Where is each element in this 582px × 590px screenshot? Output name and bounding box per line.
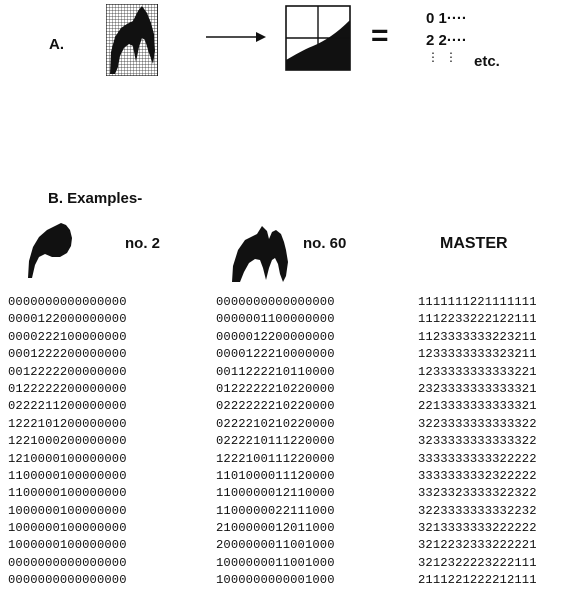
matrix-row: 1000000100000000 [8,520,127,537]
gridded-silhouette-figure [106,4,158,76]
silhouette-no2 [26,221,74,279]
section-a-label: A. [49,36,64,53]
vertical-ellipsis-icon: ⋮ [445,53,457,61]
matrix-row: 0012222200000000 [8,364,127,381]
matrix-row: 1000000000001000 [216,572,335,589]
example-label-no2: no. 2 [125,235,160,252]
matrix-row: 3223333333333322 [418,416,537,433]
sequence-line-2: 2 2···· [426,30,467,52]
matrix-row: 0000222100000000 [8,329,127,346]
quantized-cell-figure [285,5,351,71]
matrix-row: 1222101200000000 [8,416,127,433]
matrix-row: 1000000100000000 [8,503,127,520]
matrix-row: 1000000011001000 [216,555,335,572]
matrix-row: 0000000000000000 [216,294,335,311]
example-label-master: MASTER [440,235,508,253]
matrix-row: 3212322223222111 [418,555,537,572]
matrix-row: 0000012200000000 [216,329,335,346]
matrix-row: 1100000100000000 [8,468,127,485]
matrix-row: 3233333333333322 [418,433,537,450]
matrix-row: 1233333333333221 [418,364,537,381]
matrix-row: 1111111221111111 [418,294,537,311]
matrix-row: 1123333333223211 [418,329,537,346]
equals-sign: = [371,26,389,46]
matrix-row: 0000122210000000 [216,346,335,363]
matrix-row: 1210000100000000 [8,451,127,468]
etc-label: etc. [474,53,500,70]
example-label-no60: no. 60 [303,235,346,252]
matrix-row: 0000001100000000 [216,311,335,328]
matrix-row: 0222211200000000 [8,398,127,415]
matrix-row: 0001222200000000 [8,346,127,363]
matrix-row: 0222210111220000 [216,433,335,450]
matrix-row: 1233333333323211 [418,346,537,363]
matrix-row: 0222210210220000 [216,416,335,433]
matrix-row: 1112233222122111 [418,311,537,328]
matrix-row: 2000000011001000 [216,537,335,554]
silhouette-no60 [228,224,294,284]
right-arrow-icon [206,30,266,44]
section-b-title: B. Examples- [48,190,142,207]
matrix-row: 1100000100000000 [8,485,127,502]
matrix-row: 3323323333322322 [418,485,537,502]
matrix-row: 0122222210220000 [216,381,335,398]
matrix-row: 3223333333332232 [418,503,537,520]
matrix-row: 0000000000000000 [8,294,127,311]
matrix-row: 0011222210110000 [216,364,335,381]
matrix-row: 3212232333222221 [418,537,537,554]
matrix-row: 1100000012110000 [216,485,335,502]
matrix-row: 2323333333333321 [418,381,537,398]
matrix-row: 0122222200000000 [8,381,127,398]
matrix-row: 0000000000000000 [8,555,127,572]
matrix-row: 1221000200000000 [8,433,127,450]
matrix-row: 3333333332322222 [418,468,537,485]
matrix-row: 0000000000000000 [8,572,127,589]
matrix-row: 3213333333222222 [418,520,537,537]
vertical-ellipsis-icon: ⋮ [427,53,439,61]
matrix-row: 3333333333322222 [418,451,537,468]
matrix-row: 2111221222212111 [418,572,537,589]
sequence-line-1: 0 1···· [426,8,467,30]
matrix-row: 1222100111220000 [216,451,335,468]
matrix-row: 2213333333333321 [418,398,537,415]
matrix-row: 0000122000000000 [8,311,127,328]
matrix-row: 0222222210220000 [216,398,335,415]
matrix-row: 1000000100000000 [8,537,127,554]
matrix-row: 2100000012011000 [216,520,335,537]
code-sequence: 0 1···· 2 2···· [426,8,467,52]
matrix-row: 1100000022111000 [216,503,335,520]
matrix-row: 1101000011120000 [216,468,335,485]
